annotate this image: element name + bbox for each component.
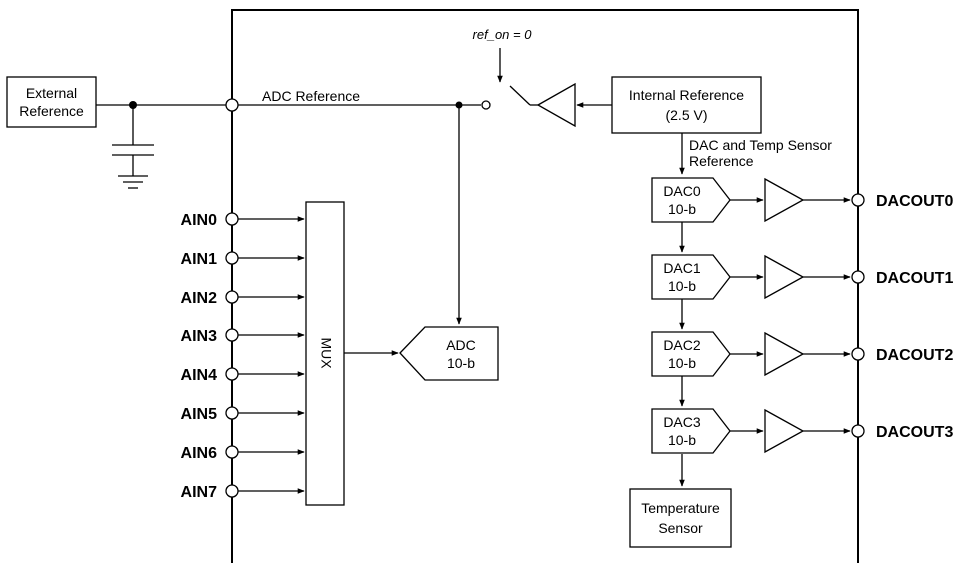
dac-resolution: 10-b bbox=[668, 432, 696, 448]
reference-buffer-amplifier bbox=[536, 82, 576, 128]
dac-buffer-amplifier bbox=[764, 408, 805, 454]
temperature-sensor-label-line1: Temperature bbox=[641, 500, 720, 516]
internal-reference-label-line2: (2.5 V) bbox=[665, 107, 707, 123]
internal-reference-box bbox=[611, 76, 762, 134]
ain-pin bbox=[225, 406, 239, 420]
dac-name: DAC0 bbox=[663, 183, 701, 199]
switch-contact bbox=[481, 100, 491, 110]
dac-block bbox=[651, 331, 731, 377]
ain-pin bbox=[225, 251, 239, 265]
dac-buffer-amplifier bbox=[764, 177, 805, 223]
dacout-label: DACOUT2 bbox=[876, 347, 953, 364]
ref-on-label: ref_on = 0 bbox=[473, 27, 533, 42]
dac-resolution: 10-b bbox=[668, 278, 696, 294]
dacout-label: DACOUT3 bbox=[876, 424, 953, 441]
ain-pin bbox=[225, 212, 239, 226]
adc-label-line2: 10-b bbox=[447, 355, 475, 371]
ain-pin bbox=[225, 290, 239, 304]
dac-resolution: 10-b bbox=[668, 201, 696, 217]
ain-pin bbox=[225, 367, 239, 381]
mux-label: MUX bbox=[318, 337, 334, 369]
internal-reference-label-line1: Internal Reference bbox=[629, 87, 744, 103]
ain-label: AIN7 bbox=[181, 484, 218, 501]
adc-reference-pin bbox=[225, 98, 239, 112]
dac-block bbox=[651, 177, 731, 223]
dacout-pin bbox=[851, 424, 865, 438]
dacout-pin bbox=[851, 193, 865, 207]
dac-buffer-amplifier bbox=[764, 254, 805, 300]
temperature-sensor-box bbox=[629, 488, 732, 548]
dacout-pin bbox=[851, 347, 865, 361]
dac-name: DAC3 bbox=[663, 414, 701, 430]
dac-buffer-amplifier bbox=[764, 331, 805, 377]
ain-label: AIN4 bbox=[181, 367, 218, 384]
dac-block bbox=[651, 254, 731, 300]
ain-label: AIN5 bbox=[181, 406, 218, 423]
adc-block bbox=[399, 326, 499, 381]
ain-label: AIN1 bbox=[181, 251, 218, 268]
dac-temp-reference-label-line2: Reference bbox=[689, 153, 754, 169]
ain-pin bbox=[225, 328, 239, 342]
chip-outline bbox=[231, 9, 859, 563]
dac-name: DAC2 bbox=[663, 337, 701, 353]
ain-label: AIN2 bbox=[181, 290, 218, 307]
ain-pin bbox=[225, 484, 239, 498]
dac-name: DAC1 bbox=[663, 260, 701, 276]
reference-switch bbox=[509, 85, 531, 106]
dac-temp-reference-label-line1: DAC and Temp Sensor bbox=[689, 137, 832, 153]
external-reference-label-line1: External bbox=[26, 85, 77, 101]
dacout-pin bbox=[851, 270, 865, 284]
external-reference-label-line2: Reference bbox=[19, 103, 84, 119]
temperature-sensor-label-line2: Sensor bbox=[658, 520, 703, 536]
adc-reference-label: ADC Reference bbox=[262, 88, 360, 104]
ain-pin bbox=[225, 445, 239, 459]
dac-block bbox=[651, 408, 731, 454]
adc-label-line1: ADC bbox=[446, 337, 476, 353]
ain-label: AIN3 bbox=[181, 328, 218, 345]
external-reference-box bbox=[6, 76, 97, 128]
dacout-label: DACOUT1 bbox=[876, 270, 953, 287]
ain-label: AIN6 bbox=[181, 445, 218, 462]
ain-label: AIN0 bbox=[181, 212, 218, 229]
dacout-label: DACOUT0 bbox=[876, 193, 953, 210]
mux-block bbox=[305, 201, 345, 506]
dac-resolution: 10-b bbox=[668, 355, 696, 371]
